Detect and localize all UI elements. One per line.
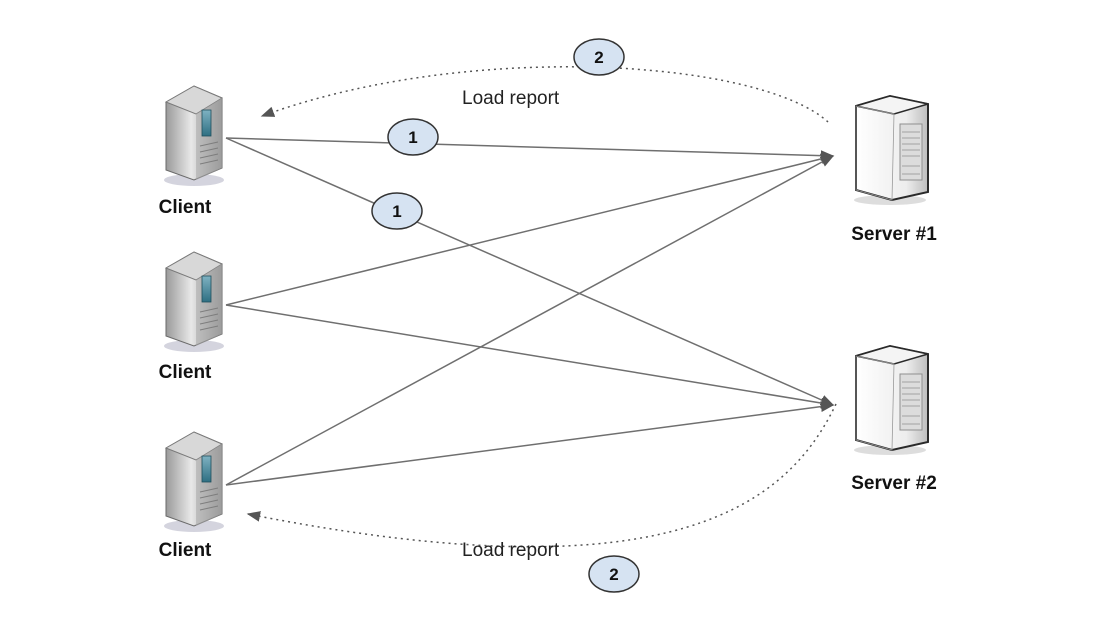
step-number: 2 [594,48,603,67]
client-server-icon [163,85,225,187]
edge-client3-server1 [225,155,835,486]
step-badge-bottom-report: 2 [588,555,640,593]
server-tower-icon [853,345,929,456]
step-badge-top-report: 2 [573,38,625,76]
step-number: 1 [392,202,401,221]
step-number: 1 [408,128,417,147]
client-label: Client [159,362,212,383]
server-label: Server #2 [851,473,937,494]
client-node-2: Client [159,251,225,383]
request-edges [225,137,835,486]
step-badge-request-b: 1 [371,192,423,230]
step-badge-request-a: 1 [387,118,439,156]
edge-load-report-bottom [246,403,837,548]
client-server-icon [163,431,225,533]
load-report-edges [246,66,837,548]
edge-client1-server1 [225,137,835,162]
edge-client2-server1 [225,153,835,306]
server-node-2: Server #2 [851,345,937,494]
edge-client2-server2 [225,304,835,409]
load-report-label-top: Load report [462,88,560,109]
server-tower-icon [853,95,929,206]
server-node-1: Server #1 [851,95,937,245]
client-server-icon [163,251,225,353]
client-node-1: Client [159,85,225,218]
edge-client1-server2 [225,137,835,406]
load-report-label-bottom: Load report [462,540,560,561]
client-node-3: Client [159,431,225,561]
server-label: Server #1 [851,224,937,245]
client-label: Client [159,197,212,218]
step-number: 2 [609,565,618,584]
client-label: Client [159,540,212,561]
edge-client3-server2 [225,401,835,486]
